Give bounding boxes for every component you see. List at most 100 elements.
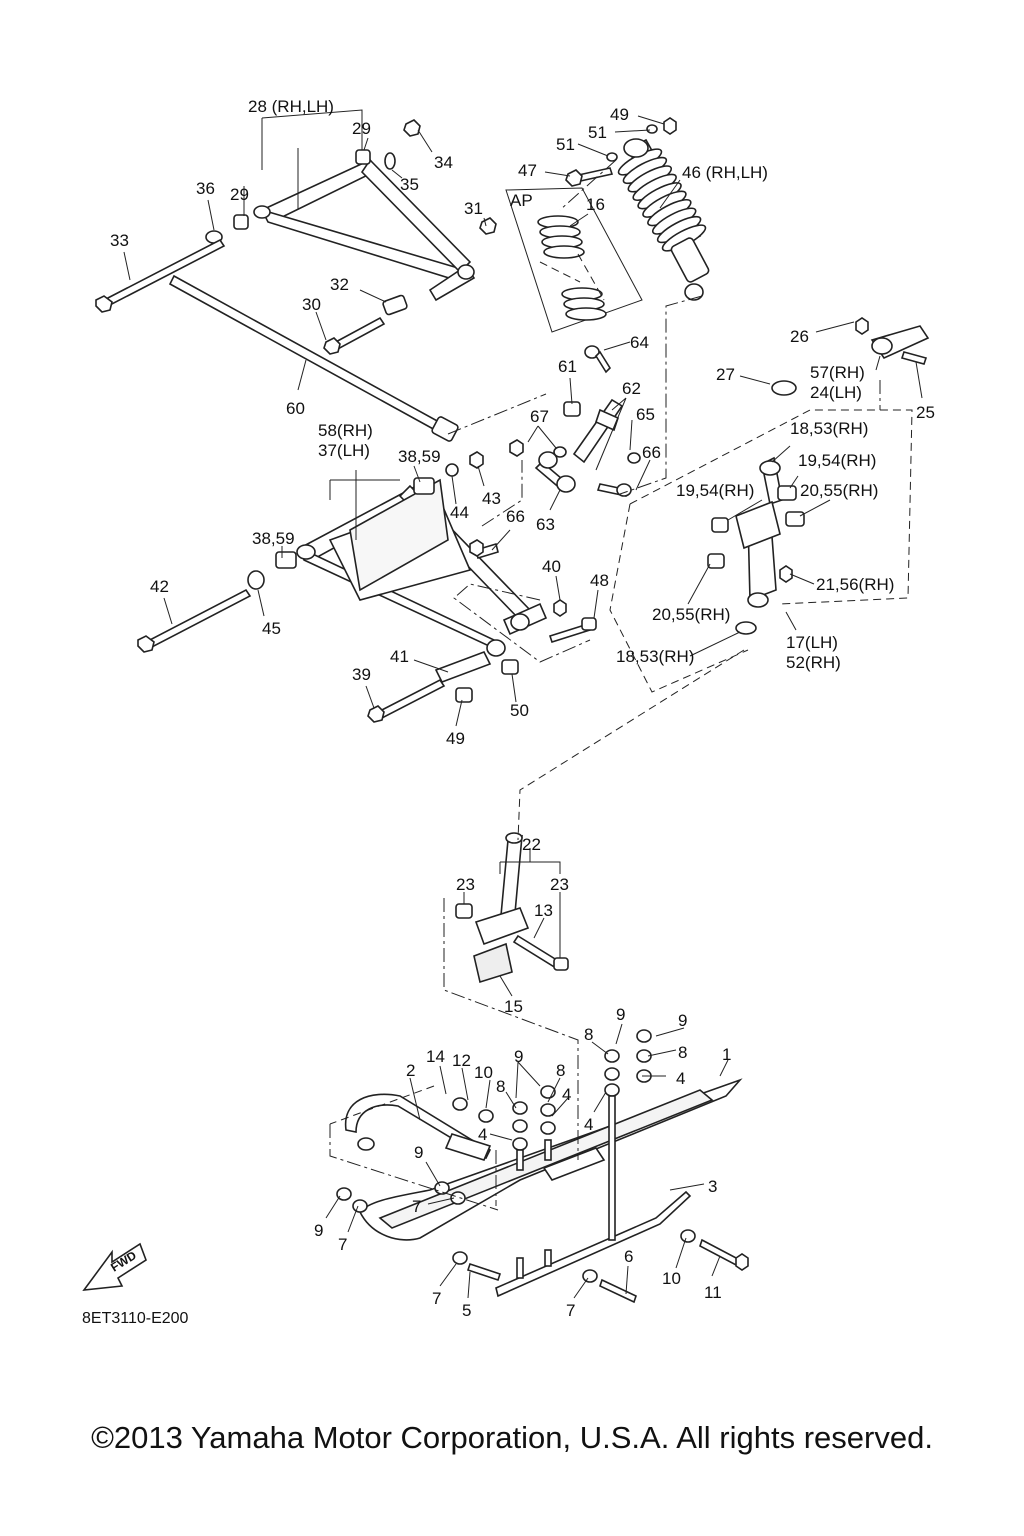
callout-labels: 28 (RH,LH) 29 29 34 35 36 33 31 32 30 60… [110, 97, 935, 1320]
callout-19-54: 19,54(RH) [676, 481, 754, 500]
callout-46: 46 (RH,LH) [682, 163, 768, 182]
callout-1: 1 [722, 1045, 731, 1064]
diagram-code: 8ET3110-E200 [82, 1310, 189, 1327]
callout-65: 65 [636, 405, 655, 424]
callout-ap: AP [510, 191, 533, 210]
callout-47: 47 [518, 161, 537, 180]
callout-4: 4 [584, 1115, 593, 1134]
callout-52: 52(RH) [786, 653, 841, 672]
callout-10: 10 [474, 1063, 493, 1082]
link-parts [509, 345, 641, 497]
callout-60: 60 [286, 399, 305, 418]
callout-43: 43 [482, 489, 501, 508]
callout-12: 12 [452, 1051, 471, 1070]
callout-23: 23 [456, 875, 475, 894]
callout-44: 44 [450, 503, 469, 522]
callout-41: 41 [390, 647, 409, 666]
callout-7: 7 [566, 1301, 575, 1320]
callout-49: 49 [446, 729, 465, 748]
callout-9: 9 [616, 1005, 625, 1024]
callout-37: 37(LH) [318, 441, 370, 460]
ski-fastener [604, 1049, 620, 1063]
callout-63: 63 [536, 515, 555, 534]
callout-13: 13 [534, 901, 553, 920]
callout-16: 16 [586, 195, 605, 214]
callout-67: 67 [530, 407, 549, 426]
callout-3: 3 [708, 1177, 717, 1196]
callout-57: 57(RH) [810, 363, 865, 382]
ap-spring-inset [505, 187, 643, 333]
ski-fastener [450, 1191, 466, 1205]
callout-29: 29 [352, 119, 371, 138]
callout-29: 29 [230, 185, 249, 204]
parts-diagram: FWD 28 (RH,LH) 29 29 34 35 36 33 31 32 3… [82, 97, 935, 1320]
ski-fastener [540, 1121, 556, 1135]
spindle-shaft [168, 274, 459, 442]
callout-32: 32 [330, 275, 349, 294]
callout-50: 50 [510, 701, 529, 720]
ski-fastener [452, 1097, 468, 1111]
shock-absorber [565, 117, 710, 301]
ski-fastener [352, 1199, 368, 1213]
copyright-notice: ©2013 Yamaha Motor Corporation, U.S.A. A… [91, 1420, 933, 1455]
callout-33: 33 [110, 231, 129, 250]
callout-30: 30 [302, 295, 321, 314]
upper-a-arm [253, 158, 476, 302]
callout-48: 48 [590, 571, 609, 590]
callout-58: 58(RH) [318, 421, 373, 440]
ski-fastener [452, 1251, 468, 1265]
callout-9: 9 [678, 1011, 687, 1030]
callout-27: 27 [716, 365, 735, 384]
callout-4: 4 [676, 1069, 685, 1088]
callout-9: 9 [314, 1221, 323, 1240]
callout-17: 17(LH) [786, 633, 838, 652]
ski-stud [608, 1095, 616, 1241]
ski-stud [544, 1249, 552, 1267]
callout-51: 51 [556, 135, 575, 154]
ski-fastener [540, 1103, 556, 1117]
callout-28: 28 (RH,LH) [248, 97, 334, 116]
callout-25: 25 [916, 403, 935, 422]
callout-62: 62 [622, 379, 641, 398]
ski-stud [516, 1257, 524, 1279]
ski-fastener [512, 1101, 528, 1115]
callout-24: 24(LH) [810, 383, 862, 402]
callout-20-55: 20,55(RH) [652, 605, 730, 624]
callout-66: 66 [506, 507, 525, 526]
callout-14: 14 [426, 1047, 445, 1066]
ski-fastener [604, 1067, 620, 1081]
callout-7: 7 [338, 1235, 347, 1254]
callout-21-56: 21,56(RH) [816, 575, 894, 594]
callout-64: 64 [630, 333, 649, 352]
leader-lines [123, 109, 923, 1299]
callout-42: 42 [150, 577, 169, 596]
callout-4: 4 [562, 1085, 571, 1104]
ski-fastener [636, 1029, 652, 1043]
ski-fastener [582, 1269, 598, 1283]
ski-fastener [636, 1049, 652, 1063]
ski-fastener [604, 1083, 620, 1097]
callout-18-53: 18,53(RH) [790, 419, 868, 438]
callout-61: 61 [558, 357, 577, 376]
callout-36: 36 [196, 179, 215, 198]
callout-6: 6 [624, 1247, 633, 1266]
callout-38-59: 38,59 [252, 529, 295, 548]
callout-7: 7 [432, 1289, 441, 1308]
callout-8: 8 [556, 1061, 565, 1080]
callout-8: 8 [678, 1043, 687, 1062]
ski-fastener [512, 1137, 528, 1151]
callout-51: 51 [588, 123, 607, 142]
callout-22: 22 [522, 835, 541, 854]
steering-knuckle [707, 317, 930, 635]
upper-arm-hardware [95, 119, 497, 355]
callout-49: 49 [610, 105, 629, 124]
callout-40: 40 [542, 557, 561, 576]
callout-4: 4 [478, 1125, 487, 1144]
ski-stud [544, 1139, 552, 1161]
callout-2: 2 [406, 1061, 415, 1080]
spindle-assembly [455, 832, 569, 984]
callout-31: 31 [464, 199, 483, 218]
callout-9: 9 [414, 1143, 423, 1162]
guide-lines [329, 159, 913, 1211]
callout-15: 15 [504, 997, 523, 1016]
